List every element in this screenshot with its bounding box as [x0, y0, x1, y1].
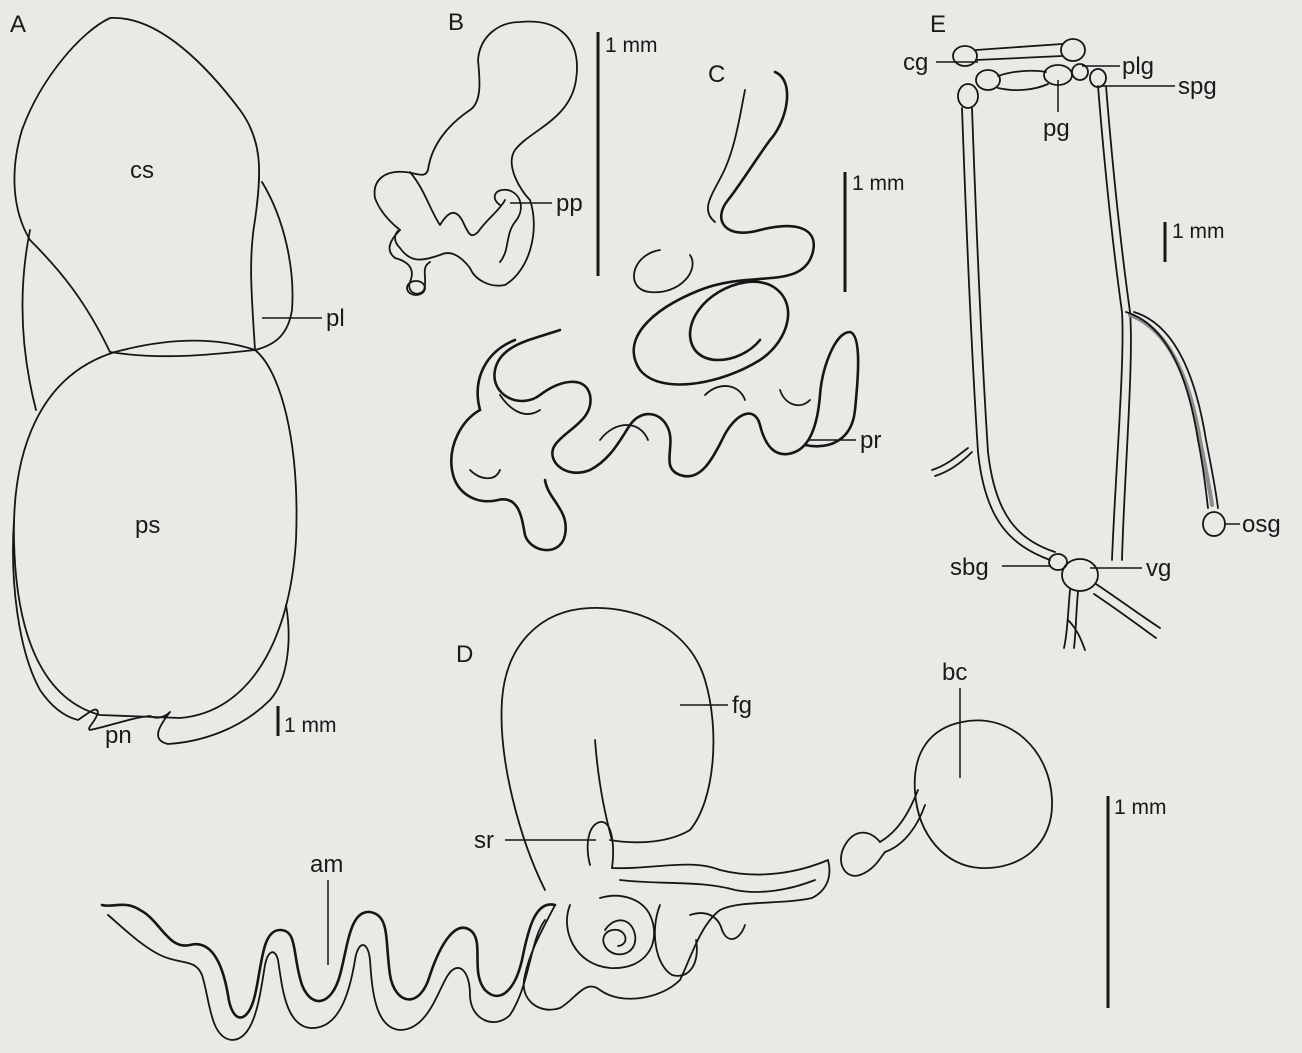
label-pl: pl: [326, 305, 345, 332]
left-connective: [962, 108, 1055, 560]
label-ps: ps: [135, 512, 160, 539]
label-osg: osg: [1242, 511, 1281, 538]
right-connective: [1098, 86, 1131, 560]
label-fg: fg: [732, 692, 752, 719]
female-gland-inner-fold: [595, 740, 612, 840]
label-pg: pg: [1043, 115, 1070, 142]
panel-c: C pr 1 mm: [451, 61, 904, 550]
label-sr: sr: [474, 827, 494, 854]
panel-d: D fg bc sr am 1 mm: [102, 608, 1167, 1040]
osphradial-nerve: [1126, 312, 1218, 508]
label-cs: cs: [130, 157, 154, 184]
left-parapodial-edge: [22, 230, 36, 410]
panel-c-letter: C: [708, 61, 725, 88]
penial-papilla: [495, 190, 521, 262]
albumen-lobe: [655, 905, 745, 976]
scale-text-a: 1 mm: [284, 714, 337, 737]
visceral-nerves: [1064, 584, 1160, 650]
left-branch-nerve: [932, 448, 972, 476]
prostate-tubule: [451, 72, 858, 550]
posterior-flap-right: [150, 605, 289, 744]
oviduct-spiral-outer: [567, 896, 654, 968]
label-bc: bc: [942, 659, 967, 686]
female-gland-outline: [502, 608, 714, 890]
posterior-flap-left: [13, 520, 150, 730]
panel-a-letter: A: [10, 11, 26, 38]
penis-inner-fold: [410, 172, 505, 235]
panel-b-letter: B: [448, 9, 464, 36]
label-sbg: sbg: [950, 554, 989, 581]
bursa-duct: [880, 790, 925, 852]
panel-d-letter: D: [456, 641, 473, 668]
bursa-duct-coil: [841, 833, 885, 876]
visceral-ganglion: [1062, 559, 1098, 591]
label-pn: pn: [105, 722, 132, 749]
oviduct-inner-line: [620, 880, 815, 892]
panel-a: A cs ps pl pn 1 mm: [10, 11, 345, 749]
label-pr: pr: [860, 427, 881, 454]
label-spg: spg: [1178, 73, 1217, 100]
scale-text-e: 1 mm: [1172, 220, 1225, 243]
cephalic-shield-outline: [14, 18, 259, 356]
panel-e-letter: E: [930, 11, 946, 38]
nerve-ring: [953, 39, 1106, 108]
penis-outline: [375, 22, 577, 286]
oviduct-spiral: [603, 920, 635, 954]
scale-text-b: 1 mm: [605, 34, 658, 57]
label-am: am: [310, 851, 343, 878]
label-vg: vg: [1146, 555, 1171, 582]
seminal-receptacle-outline: [588, 822, 613, 868]
parapodial-lobe-outline: [255, 182, 293, 350]
panel-b: B pp 1 mm: [375, 9, 658, 295]
label-plg: plg: [1122, 53, 1154, 80]
bursa-copulatrix-outline: [915, 720, 1052, 868]
label-cg: cg: [903, 49, 928, 76]
scale-text-d: 1 mm: [1114, 796, 1167, 819]
scale-text-c: 1 mm: [852, 172, 905, 195]
panel-e: E cg plg spg p: [903, 11, 1281, 650]
osphradial-ganglion: [1203, 512, 1225, 536]
label-pp: pp: [556, 190, 583, 217]
